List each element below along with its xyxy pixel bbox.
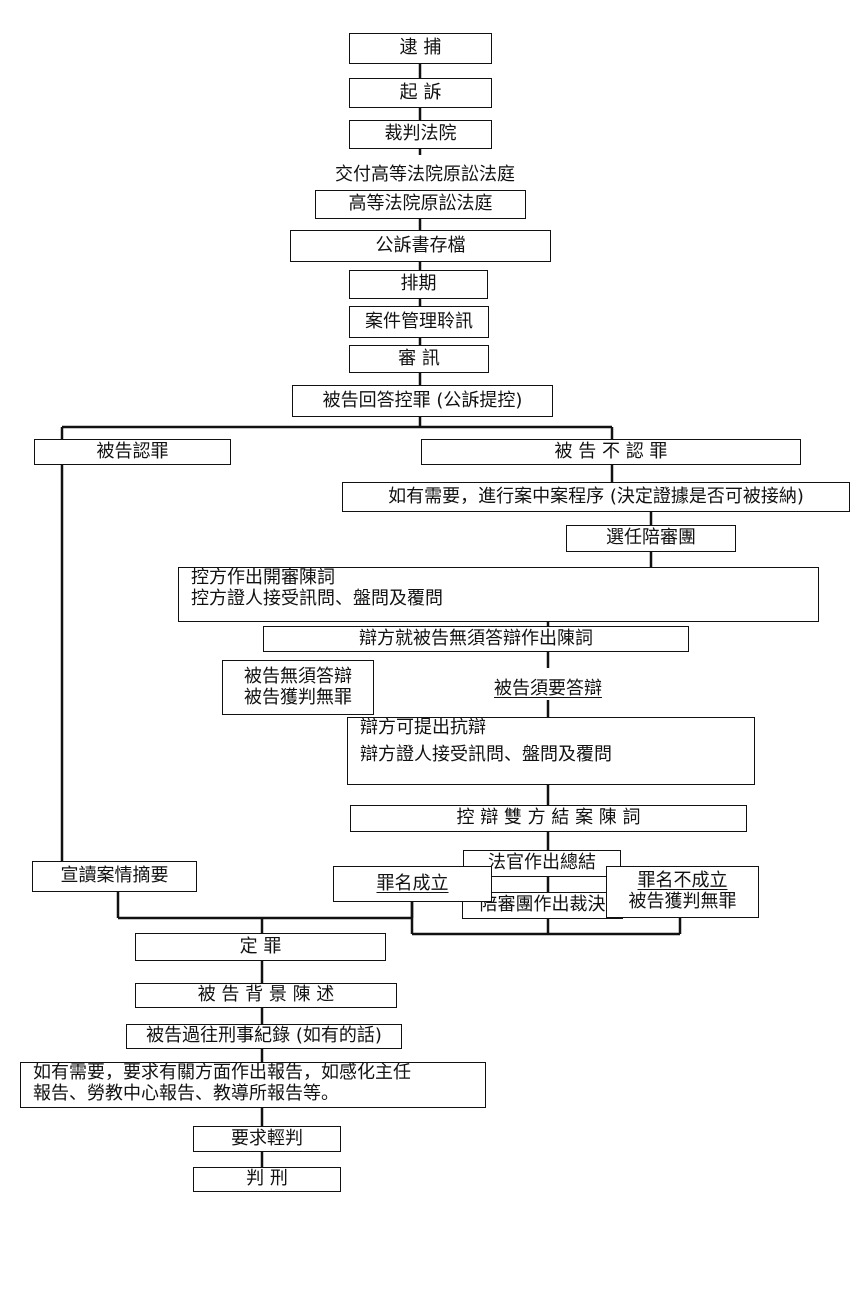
outcome-not-guilty: 罪名不成立 被告獲判無罪 bbox=[606, 866, 759, 918]
step-trial-court: 裁判法院 bbox=[349, 120, 492, 149]
step-sentence-text: 判 刑 bbox=[246, 1168, 288, 1190]
step-guilty-plea-text: 被告認罪 bbox=[96, 440, 169, 462]
step-plea: 被告回答控罪 (公訴提控) bbox=[292, 385, 553, 417]
step-guilty-plea: 被告認罪 bbox=[34, 439, 231, 465]
prosecution-opening-text: 控方作出開審陳詞 bbox=[191, 567, 335, 588]
step-mitigation: 要求輕判 bbox=[193, 1126, 341, 1152]
step-jury-selection-text: 選任陪審團 bbox=[606, 527, 696, 549]
step-summing-up-text: 法官作出總結 bbox=[488, 852, 596, 874]
step-conviction-text: 定 罪 bbox=[239, 935, 282, 957]
step-listing: 排期 bbox=[349, 270, 488, 299]
step-arrest-text: 逮 捕 bbox=[399, 37, 442, 59]
step-case-management-text: 案件管理聆訊 bbox=[365, 310, 473, 332]
case-to-answer-label: 被告須要答辯 bbox=[494, 678, 602, 699]
step-prosecution: 起 訴 bbox=[349, 78, 492, 108]
step-trial-court-text: 裁判法院 bbox=[384, 123, 457, 145]
step-plea-text: 被告回答控罪 (公訴提控) bbox=[322, 389, 523, 411]
step-defence-case: 辯方可提出抗辯 辯方證人接受訊問、盤問及覆問 bbox=[347, 717, 755, 785]
step-facts-summary: 宣讀案情摘要 bbox=[32, 861, 197, 892]
step-jury-verdict-text: 陪審團作出裁決 bbox=[479, 894, 606, 916]
step-reports: 如有需要，要求有關方面作出報告，如感化主任 報告、勞教中心報告、教導所報告等。 bbox=[20, 1062, 486, 1108]
step-jury-selection: 選任陪審團 bbox=[566, 525, 736, 552]
step-pretrial-procedure: 如有需要，進行案中案程序 (決定證據是否可被接納) bbox=[342, 482, 850, 512]
step-facts-summary-text: 宣讀案情摘要 bbox=[60, 865, 169, 887]
outcome-guilty-text: 罪名成立 bbox=[376, 872, 449, 894]
step-background-text: 被 告 背 景 陳 述 bbox=[197, 984, 335, 1006]
step-indictment-filed: 公訴書存檔 bbox=[290, 230, 551, 262]
reports-line1-text: 如有需要，要求有關方面作出報告，如感化主任 bbox=[33, 1062, 411, 1083]
step-prosecution-case: 控方作出開審陳詞 控方證人接受訊問、盤問及覆問 bbox=[178, 567, 819, 622]
step-conviction: 定 罪 bbox=[135, 933, 386, 961]
step-criminal-record-text: 被告過往刑事紀錄 (如有的話) bbox=[146, 1025, 382, 1047]
step-sentence: 判 刑 bbox=[193, 1167, 341, 1192]
step-no-case-submission-text: 辯方就被告無須答辯作出陳詞 bbox=[359, 627, 593, 649]
acquitted-text: 被告獲判無罪 bbox=[244, 686, 352, 708]
step-case-management: 案件管理聆訊 bbox=[349, 306, 489, 338]
step-not-guilty-plea-text: 被 告 不 認 罪 bbox=[554, 440, 668, 462]
step-indictment-filed-text: 公訴書存檔 bbox=[375, 234, 466, 256]
step-closing-speeches-text: 控 辯 雙 方 結 案 陳 詞 bbox=[456, 807, 641, 829]
not-guilty-text: 罪名不成立 bbox=[637, 870, 728, 892]
step-background: 被 告 背 景 陳 述 bbox=[135, 983, 397, 1008]
step-prosecution-text: 起 訴 bbox=[399, 81, 442, 103]
no-case-to-answer-text: 被告無須答辯 bbox=[244, 665, 352, 687]
step-trial-text: 審 訊 bbox=[398, 347, 440, 369]
step-closing-speeches: 控 辯 雙 方 結 案 陳 詞 bbox=[350, 805, 747, 832]
outcome-no-case-to-answer: 被告無須答辯 被告獲判無罪 bbox=[222, 660, 374, 715]
step-mitigation-text: 要求輕判 bbox=[231, 1127, 303, 1149]
outcome-guilty: 罪名成立 bbox=[333, 866, 492, 902]
step-listing-text: 排期 bbox=[400, 273, 437, 295]
step-summing-up: 法官作出總結 bbox=[463, 850, 621, 877]
step-trial: 審 訊 bbox=[349, 345, 489, 373]
step-pretrial-procedure-text: 如有需要，進行案中案程序 (決定證據是否可被接納) bbox=[388, 485, 804, 507]
step-criminal-record: 被告過往刑事紀錄 (如有的話) bbox=[126, 1024, 402, 1049]
prosecution-witnesses-text: 控方證人接受訊問、盤問及覆問 bbox=[191, 587, 443, 609]
step-high-court: 高等法院原訟法庭 bbox=[315, 190, 526, 219]
transfer-label: 交付高等法院原訟法庭 bbox=[335, 164, 515, 185]
reports-line2-text: 報告、勞教中心報告、教導所報告等。 bbox=[33, 1082, 339, 1104]
step-not-guilty-plea: 被 告 不 認 罪 bbox=[421, 439, 801, 465]
defence-witnesses-text: 辯方證人接受訊問、盤問及覆問 bbox=[360, 743, 612, 765]
not-guilty-acquitted-text: 被告獲判無罪 bbox=[628, 891, 737, 912]
defence-case-text: 辯方可提出抗辯 bbox=[360, 717, 486, 738]
step-arrest: 逮 捕 bbox=[349, 33, 492, 64]
step-no-case-submission: 辯方就被告無須答辯作出陳詞 bbox=[263, 626, 689, 652]
step-high-court-text: 高等法院原訟法庭 bbox=[348, 193, 493, 215]
